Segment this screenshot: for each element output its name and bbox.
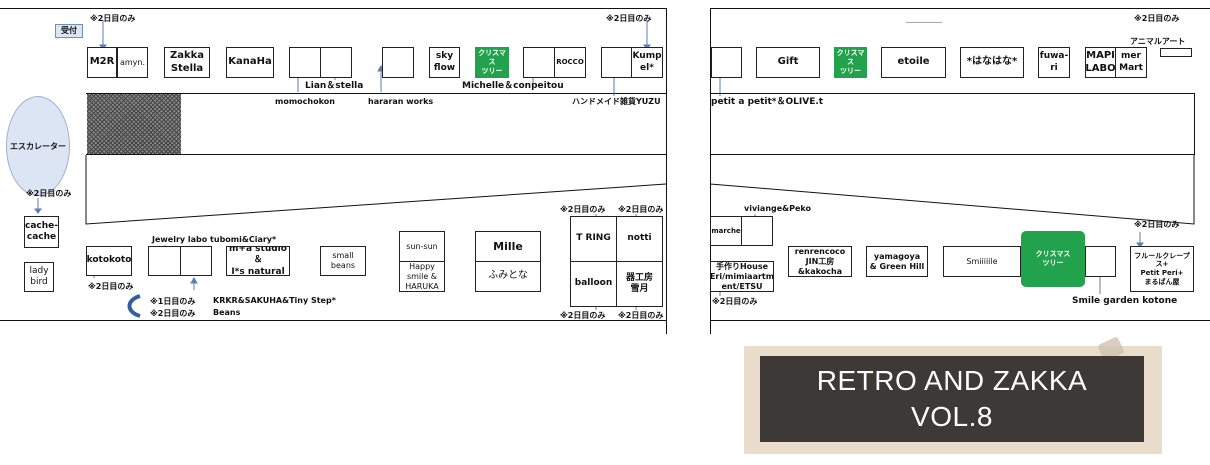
label-michelle-conpeitou: Michelle＆conpeitou (462, 81, 564, 91)
right-hall-bottom-wall (710, 320, 1210, 321)
hatched-area (87, 94, 181, 154)
booth-mapi-labo[interactable]: MAPI LABO (1085, 47, 1116, 78)
event-title-card: RETRO AND ZAKKA VOL.8 (744, 336, 1162, 454)
note-day2: ※2日目のみ (606, 14, 652, 23)
label-jewelry-labo: Jewelry labo tubomi&Ciary* (152, 235, 277, 244)
booth-petit-a-petit[interactable] (711, 47, 742, 78)
booth-yamagoya[interactable]: yamagoya & Green Hill (866, 246, 928, 277)
booth-notti[interactable]: notti (616, 216, 663, 262)
left-hall-bottom-wall (0, 320, 667, 321)
escalator: エスカレーター (6, 96, 70, 196)
booth-yuzu[interactable] (601, 47, 632, 78)
booth-sun-sun[interactable]: sun-sun (399, 231, 445, 262)
booth-mille[interactable]: Mille (475, 231, 541, 262)
christmas-tree: クリスマス ツリー (834, 47, 867, 78)
left-upper-corridor (86, 93, 667, 155)
booth-kotokoto[interactable]: kotokoto (86, 246, 132, 276)
booth-michelle[interactable] (523, 47, 555, 78)
christmas-tree: クリスマス ツリー (1021, 231, 1085, 287)
note-day2: ※2日目のみ (88, 282, 134, 291)
note-day1: ※1日目のみ (150, 297, 196, 306)
label-yuzu: ハンドメイド雑貨YUZU (572, 97, 661, 106)
booth-lady-bird[interactable]: lady bird (24, 262, 54, 292)
booth-fuwari[interactable]: fuwa- ri (1038, 47, 1070, 78)
booth-mer-mart[interactable]: mer Mart (1115, 47, 1147, 78)
booth-rocco[interactable]: ROCCO (554, 47, 586, 78)
booth-hanahana[interactable]: *はなはな* (960, 47, 1024, 78)
booth-viviange[interactable] (741, 216, 773, 246)
label-beans: Beans (213, 308, 241, 317)
booth-gift[interactable]: Gift (756, 47, 820, 78)
booth-jewelry-right[interactable] (180, 246, 212, 276)
christmas-tree: クリスマス ツリー (475, 47, 509, 78)
left-hall-top-wall (0, 8, 667, 9)
event-title-line2: VOL.8 (911, 401, 993, 432)
booth-cache-cache[interactable]: cache- cache (24, 216, 59, 248)
note-day2: ※2日目のみ (1134, 14, 1180, 23)
booth-m2r[interactable]: M2R (87, 47, 117, 78)
note-day2: ※2日目のみ (26, 189, 72, 198)
booth-renrencoco[interactable]: renrencoco JIN工房 &kakocha (788, 246, 852, 277)
right-top-marker (906, 22, 942, 23)
booth-lian-left[interactable] (289, 47, 321, 78)
left-hall-right-wall (666, 8, 667, 334)
booth-t-ring[interactable]: T RING (570, 216, 617, 262)
note-day2: ※2日目のみ (560, 205, 606, 214)
booth-kumpel[interactable]: Kump el* (631, 47, 663, 78)
booth-small-beans[interactable]: small beans (320, 246, 366, 276)
label-viviange-peko: viviange&Peko (744, 204, 812, 213)
label-krkr-sakuha: KRKR&SAKUHA&Tiny Step* (213, 296, 336, 305)
booth-kotone[interactable] (1085, 246, 1116, 277)
label-smile-garden-kotone: Smile garden kotone (1072, 296, 1178, 306)
booth-kanaha[interactable]: KanaHa (226, 47, 274, 78)
label-lian-stella: Lian＆stella (305, 81, 364, 91)
booth-fruit-crepes[interactable]: フルールクレープス+ Petit Peri+ まるぱん屋 (1130, 246, 1194, 292)
booth-m-a-studio[interactable]: m+a studio＆ I*s natural (226, 246, 290, 276)
booth-marche[interactable]: marche (710, 216, 742, 246)
label-momochokon: momochokon (275, 97, 335, 106)
booth-lian-right[interactable] (320, 47, 352, 78)
booth-tezukuri-house[interactable]: 手作りHouse Eri/mimiaartm ent/ETSU (710, 261, 774, 292)
event-title: RETRO AND ZAKKA VOL.8 (760, 356, 1144, 442)
note-day2: ※2日目のみ (1134, 220, 1180, 229)
booth-smiiiiile[interactable]: Smiiiiile (943, 246, 1021, 277)
booth-balloon[interactable]: balloon (570, 261, 617, 307)
label-petit-olive: petit a petit*＆OLIVE.t (711, 97, 824, 107)
booth-hararan[interactable] (382, 47, 414, 78)
note-day2: ※2日目のみ (712, 297, 758, 306)
booth-utsuwa-setsugetsu[interactable]: 器工房 雪月 (616, 261, 663, 307)
booth-animal-art[interactable] (1160, 48, 1192, 57)
booth-zakka-stella[interactable]: Zakka Stella (164, 47, 210, 78)
booth-happy-smile[interactable]: Happy smile & HARUKA (399, 261, 445, 292)
note-day2: ※2日目のみ (618, 205, 664, 214)
note-day2: ※2日目のみ (150, 309, 196, 318)
right-hall-top-wall (710, 8, 1210, 9)
booth-jewelry-left[interactable] (148, 246, 181, 276)
right-hall-left-wall (710, 8, 711, 334)
booth-sky-flow[interactable]: sky flow (429, 47, 460, 78)
right-upper-corridor (710, 93, 1195, 155)
booth-fumitona[interactable]: ふみとな (475, 261, 541, 292)
event-title-line1: RETRO AND ZAKKA (816, 365, 1088, 396)
note-day2: ※2日目のみ (560, 311, 606, 320)
booth-etoile[interactable]: etoile (881, 47, 946, 78)
reception-desk: 受付 (55, 24, 83, 38)
booth-amyn[interactable]: amyn. (117, 47, 148, 78)
note-day2: ※2日目のみ (90, 14, 136, 23)
label-hararan-works: hararan works (368, 97, 434, 106)
note-day2: ※2日目のみ (618, 311, 664, 320)
label-animal-art: アニマルアート (1130, 37, 1186, 46)
